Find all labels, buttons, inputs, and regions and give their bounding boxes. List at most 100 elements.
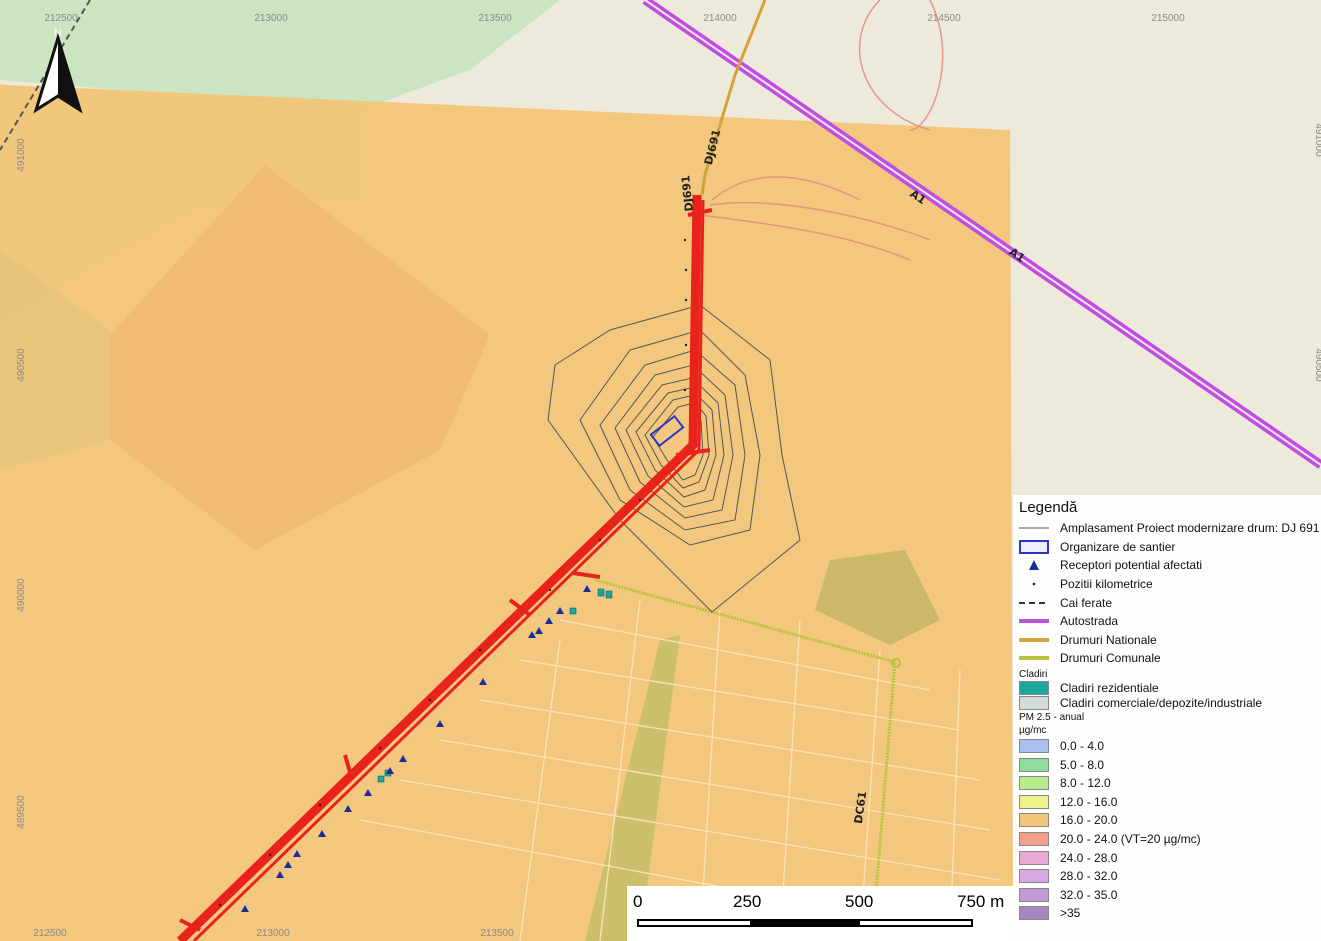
pm-class-item: 12.0 - 16.0: [1019, 793, 1321, 812]
color-swatch-icon: [1019, 869, 1049, 884]
color-swatch-icon: [1019, 832, 1049, 847]
pm-class-item: 32.0 - 35.0: [1019, 886, 1321, 905]
x-tick: 213500: [478, 13, 512, 24]
north-arrow: N: [33, 27, 83, 114]
y-tick: 491000: [16, 138, 27, 172]
legend-item: Drumuri Nationale: [1019, 631, 1321, 650]
dot-icon: [1019, 577, 1049, 591]
pm25-zone-shade: [0, 85, 365, 320]
orange-line-icon: [1019, 633, 1049, 647]
pm-class-label: >35: [1060, 906, 1081, 921]
scale-label: 500: [845, 892, 874, 911]
pozitii-kilometrice: [218, 238, 688, 907]
y-tick: 490500: [1313, 348, 1321, 382]
pm-class-item: >35: [1019, 904, 1321, 923]
pm25-isolines: [547, 304, 801, 613]
scale-bar: 0 250 500 750 m: [627, 886, 1013, 941]
triangle-icon: [1019, 558, 1049, 572]
interchange-ramps: [699, 0, 944, 261]
rectangle-outline-icon: [1019, 539, 1049, 554]
y-tick: 489500: [16, 795, 27, 829]
autostrada-a1-centerline: [644, 0, 1321, 466]
color-swatch-icon: [1019, 813, 1049, 828]
pm-class-label: 8.0 - 12.0: [1060, 776, 1111, 791]
north-letter: N: [54, 27, 62, 39]
legend-item-label: Drumuri Comunale: [1060, 651, 1161, 666]
landuse-green-west: [0, 250, 110, 470]
pm-class-label: 5.0 - 8.0: [1060, 757, 1105, 772]
scale-label: 750 m: [957, 892, 1005, 911]
residential-swatch-icon: [1019, 681, 1049, 696]
landuse-block-west: [110, 165, 490, 550]
color-swatch-icon: [1019, 850, 1049, 865]
legend-item: Cladiri comerciale/depozite/industriale: [1019, 696, 1321, 711]
pm-class-label: 20.0 - 24.0 (VT=20 µg/mc): [1060, 832, 1201, 847]
legend-item-label: Autostrada: [1060, 614, 1119, 629]
pm-class-item: 16.0 - 20.0: [1019, 811, 1321, 830]
legend-item-label: Cladiri rezidentiale: [1060, 681, 1159, 696]
railway-line: [0, 0, 91, 151]
legend-buildings-heading: Cladiri: [1019, 668, 1048, 680]
pm-class-label: 0.0 - 4.0: [1060, 739, 1105, 754]
thin-line-icon: [1019, 521, 1049, 535]
scale-bar-graphic: [637, 919, 973, 927]
landuse-field-east: [815, 550, 940, 645]
x-tick: 213000: [254, 13, 288, 24]
y-tick: 491000: [1313, 123, 1321, 157]
pm-class-item: 20.0 - 24.0 (VT=20 µg/mc): [1019, 830, 1321, 849]
legend-pm-unit: µg/mc: [1019, 724, 1047, 736]
purple-line-icon: [1019, 614, 1049, 628]
green-line-icon: [1019, 651, 1049, 665]
x-tick: 212500: [44, 13, 78, 24]
dc61-junction: [891, 658, 901, 668]
project-route: [176, 194, 713, 941]
legend-item: Cai ferate: [1019, 593, 1321, 612]
pm-class-item: 8.0 - 12.0: [1019, 774, 1321, 793]
pm-class-item: 0.0 - 4.0: [1019, 737, 1321, 756]
pm-class-item: 5.0 - 8.0: [1019, 755, 1321, 774]
commercial-swatch-icon: [1019, 696, 1049, 711]
road-label-dc61: DC61: [852, 791, 869, 825]
legend-item: Amplasament Proiect modernizare drum: DJ…: [1019, 519, 1321, 538]
y-tick: 490500: [16, 348, 27, 382]
pm-class-list: 0.0 - 4.0 5.0 - 8.0 8.0 - 12.0 12.0 - 16.0 1…: [1019, 737, 1321, 923]
x-tick: 214000: [703, 13, 737, 24]
pm-class-item: 28.0 - 32.0: [1019, 867, 1321, 886]
legend-item-label: Receptori potential afectati: [1060, 558, 1203, 573]
legend-item: Drumuri Comunale: [1019, 649, 1321, 668]
legend-item-label: Cai ferate: [1060, 595, 1113, 610]
y-tick: 490000: [16, 578, 27, 612]
scale-label: 250: [733, 892, 762, 911]
legend-pm-heading: PM 2.5 - anual: [1019, 711, 1085, 723]
drum-comunal-dc61: [594, 578, 897, 941]
legend-item: Cladiri rezidentiale: [1019, 681, 1321, 696]
pm-class-label: 16.0 - 20.0: [1060, 813, 1118, 828]
legend-item: Pozitii kilometrice: [1019, 575, 1321, 594]
x-tick: 215000: [1151, 13, 1185, 24]
color-swatch-icon: [1019, 794, 1049, 809]
x-tick: 213000: [256, 928, 290, 939]
legend-item-label: Pozitii kilometrice: [1060, 577, 1153, 592]
x-coordinate-ticks: 212500 213000 213500 214000 214500 21500…: [33, 13, 1185, 939]
legend-item-label: Organizare de santier: [1060, 539, 1176, 554]
legend-item: Organizare de santier: [1019, 538, 1321, 557]
legend-title: Legendă: [1019, 499, 1078, 516]
dashed-line-icon: [1019, 596, 1049, 610]
x-tick: 212500: [33, 928, 67, 939]
green-area-north: [0, 0, 560, 110]
pm-class-item: 24.0 - 28.0: [1019, 848, 1321, 867]
x-tick: 213500: [480, 928, 514, 939]
legend-item-label: Drumuri Nationale: [1060, 632, 1157, 647]
color-swatch-icon: [1019, 887, 1049, 902]
color-swatch-icon: [1019, 757, 1049, 772]
pm-class-label: 12.0 - 16.0: [1060, 794, 1118, 809]
pm-class-label: 24.0 - 28.0: [1060, 850, 1118, 865]
road-label-dj691: DJ691: [679, 175, 696, 212]
receptori-potential-afectati: [241, 585, 591, 912]
legend-item: Autostrada: [1019, 612, 1321, 631]
color-swatch-icon: [1019, 776, 1049, 791]
legend-item: Receptori potential afectati: [1019, 556, 1321, 575]
organizare-de-santier: [649, 414, 685, 448]
color-swatch-icon: [1019, 739, 1049, 754]
y-coordinate-ticks: 491000 490500 490000 489500 491000 49050…: [16, 123, 1321, 828]
